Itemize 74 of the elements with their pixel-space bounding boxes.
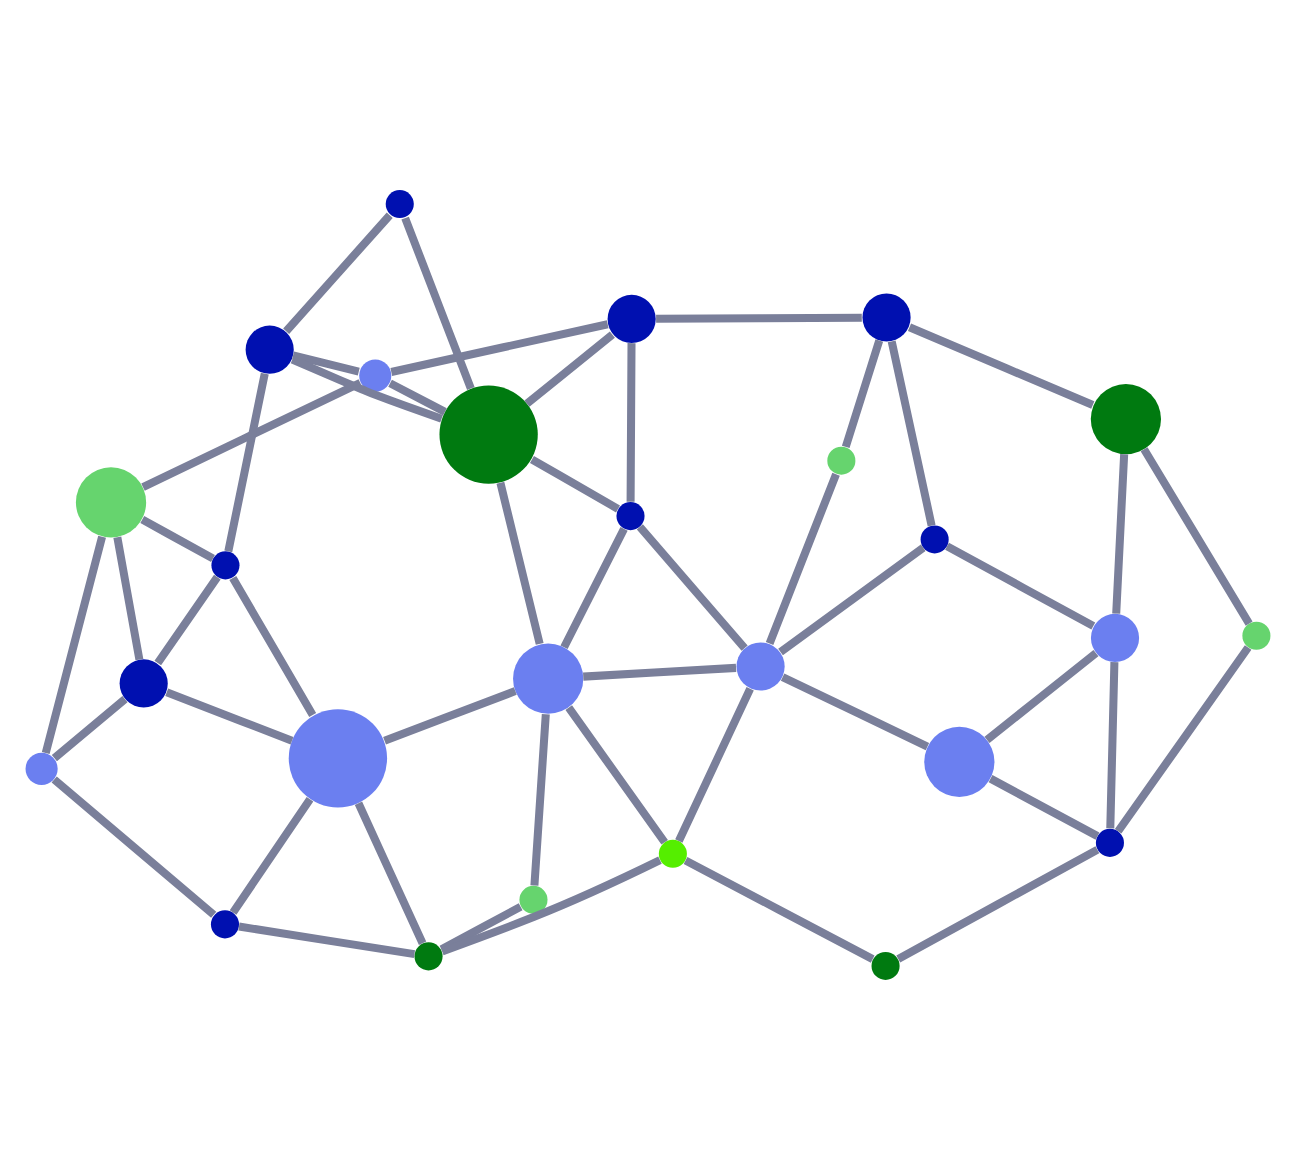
connector [290, 355, 443, 423]
connector [496, 481, 544, 645]
connector [988, 775, 1100, 840]
node-circle [211, 551, 240, 580]
connector [388, 379, 447, 416]
node-circle [736, 642, 785, 691]
connector [113, 536, 144, 661]
node-circle [871, 951, 900, 980]
node-circle [385, 190, 414, 219]
node-circle [119, 659, 168, 708]
node-circle [439, 385, 538, 484]
connector [675, 687, 754, 843]
node-circle [827, 446, 856, 475]
connector [524, 331, 615, 407]
connector [984, 649, 1099, 743]
node-circle [924, 726, 995, 797]
node-circle [1090, 613, 1140, 662]
node-circle [519, 885, 548, 914]
connector [354, 801, 427, 945]
connector [1114, 645, 1252, 834]
connector [292, 351, 360, 376]
connector [1140, 447, 1253, 626]
node-circle [513, 643, 584, 714]
connector [1106, 662, 1119, 829]
connector [229, 797, 314, 915]
node-circle [607, 294, 656, 343]
connector [439, 903, 523, 953]
connector [896, 846, 1100, 963]
connector [154, 574, 221, 666]
connector [780, 673, 930, 751]
node-circle [658, 839, 687, 868]
connector [529, 456, 620, 513]
connector [778, 544, 926, 656]
connector [683, 856, 875, 963]
connector [1112, 454, 1129, 614]
connector [165, 688, 294, 745]
node-circle [288, 709, 388, 808]
connector [41, 535, 106, 754]
connector [141, 379, 363, 491]
connector [140, 516, 215, 562]
connector [765, 472, 840, 645]
connector [841, 339, 884, 449]
node-circle [1090, 383, 1161, 455]
connector [626, 343, 636, 502]
node-circle [210, 910, 239, 939]
connector [583, 663, 737, 681]
connector [656, 313, 862, 323]
connector [283, 212, 393, 334]
connector [907, 323, 1095, 409]
connector [51, 696, 128, 762]
node-circle [920, 525, 949, 554]
connector [383, 687, 517, 745]
connector [224, 372, 269, 553]
node-circle [1242, 621, 1271, 650]
connector [636, 524, 748, 651]
node-circle [616, 502, 645, 531]
node-circle [25, 752, 58, 785]
node-circle [862, 293, 911, 342]
connector [390, 320, 609, 376]
connector [401, 216, 475, 390]
connector [945, 542, 1096, 630]
connector [229, 576, 317, 718]
connector [440, 856, 662, 956]
connector [887, 340, 936, 527]
node-circle [414, 942, 443, 971]
connector [560, 527, 628, 650]
connector [565, 705, 668, 845]
node-circle [359, 359, 392, 392]
connector [530, 713, 550, 886]
node-circle [1095, 828, 1124, 857]
connector [51, 776, 217, 918]
node-circle [75, 467, 147, 538]
node-circle [245, 325, 294, 374]
connector [238, 922, 416, 959]
